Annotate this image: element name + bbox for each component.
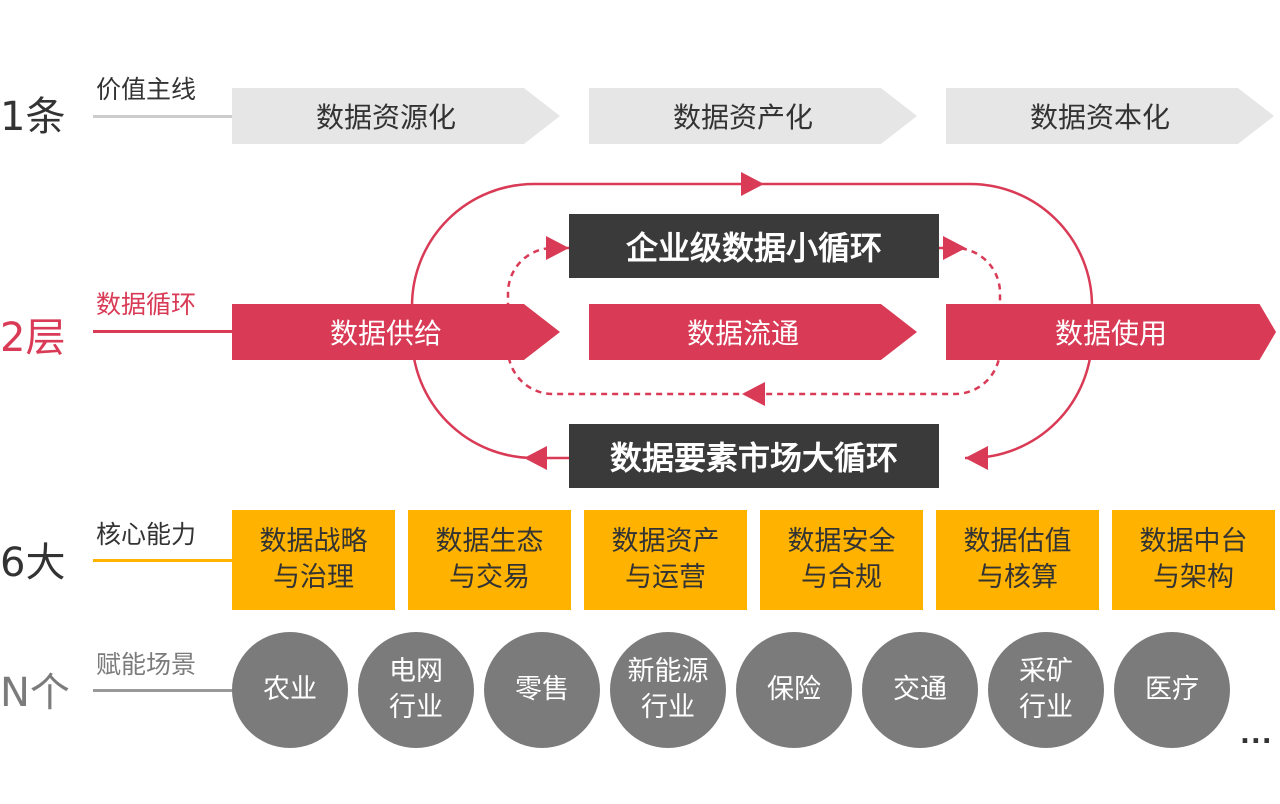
- row-rule-capabilities: [93, 559, 233, 562]
- scenario-circle: 医疗: [1114, 632, 1230, 748]
- capability-card: 数据资产 与运营: [584, 510, 747, 610]
- cycle-stage-usage: 数据使用: [946, 304, 1276, 360]
- row-rule-value-line: [93, 115, 233, 118]
- capability-card: 数据估值 与核算: [936, 510, 1099, 610]
- value-stage-resource: 数据资源化: [232, 88, 560, 144]
- capability-line2: 与交易: [449, 562, 530, 593]
- scenario-circle: 新能源 行业: [610, 632, 726, 748]
- capability-line2: 与运营: [625, 562, 706, 593]
- scenario-circle: 零售: [484, 632, 600, 748]
- cycle-stage-circulation: 数据流通: [589, 304, 917, 360]
- capability-line2: 与架构: [1153, 562, 1234, 593]
- scenario-line1: 零售: [515, 674, 569, 705]
- value-stage-asset: 数据资产化: [589, 88, 917, 144]
- row-title-scenarios: 赋能场景: [96, 650, 197, 679]
- scenario-circle: 保险: [736, 632, 852, 748]
- small-loop-arrow-bottom-icon: [742, 382, 765, 406]
- scenario-circle: 交通: [862, 632, 978, 748]
- capability-card: 数据生态 与交易: [408, 510, 571, 610]
- capability-line1: 数据估值: [963, 526, 1072, 557]
- scenario-line2: 行业: [389, 692, 443, 723]
- big-loop-arrow-top-icon: [741, 172, 764, 196]
- capability-line2: 与治理: [273, 562, 354, 593]
- capability-line1: 数据中台: [1139, 526, 1248, 557]
- scenario-line1: 医疗: [1145, 674, 1199, 705]
- row-number-capabilities: 6大: [0, 540, 66, 586]
- row-number-data-cycle: 2层: [0, 315, 66, 361]
- scenario-line2: 行业: [1019, 692, 1073, 723]
- capability-card: 数据中台 与架构: [1112, 510, 1275, 610]
- scenario-line1: 采矿: [1019, 656, 1073, 687]
- capability-line2: 与核算: [977, 562, 1058, 593]
- capability-line1: 数据战略: [259, 526, 368, 557]
- capability-line1: 数据安全: [787, 526, 896, 557]
- scenario-circle: 采矿 行业: [988, 632, 1104, 748]
- scenario-line1: 交通: [893, 674, 947, 705]
- capability-line2: 与合规: [801, 562, 882, 593]
- big-cycle-label: 数据要素市场大循环: [569, 424, 939, 488]
- scenario-line1: 电网: [389, 656, 443, 687]
- cycle-stage-supply: 数据供给: [232, 304, 560, 360]
- scenario-line2: 行业: [641, 692, 695, 723]
- row-title-value-line: 价值主线: [96, 75, 197, 104]
- scenario-line1: 新能源: [627, 656, 709, 687]
- scenario-circle: 电网 行业: [358, 632, 474, 748]
- big-loop-arrow-right-icon: [965, 446, 988, 470]
- scenario-line1: 农业: [263, 674, 317, 705]
- scenario-line1: 保险: [767, 674, 821, 705]
- row-rule-scenarios: [93, 689, 233, 692]
- small-loop-arrow-right-icon: [943, 236, 966, 260]
- small-loop-arrow-left-icon: [546, 236, 569, 260]
- row-number-value-line: 1条: [0, 94, 66, 140]
- big-loop-arrow-left-icon: [524, 446, 547, 470]
- value-stage-capital: 数据资本化: [946, 88, 1274, 144]
- small-cycle-label: 企业级数据小循环: [569, 214, 939, 278]
- row-title-capabilities: 核心能力: [96, 520, 197, 549]
- scenario-circle: 农业: [232, 632, 348, 748]
- capability-line1: 数据资产: [611, 526, 720, 557]
- row-number-scenarios: N个: [0, 670, 70, 716]
- capability-card: 数据安全 与合规: [760, 510, 923, 610]
- small-cycle-loop: [506, 246, 1002, 396]
- row-title-data-cycle: 数据循环: [96, 290, 197, 319]
- row-rule-data-cycle: [93, 330, 233, 333]
- more-scenarios-ellipsis: ...: [1240, 720, 1273, 750]
- capability-line1: 数据生态: [435, 526, 544, 557]
- capability-card: 数据战略 与治理: [232, 510, 395, 610]
